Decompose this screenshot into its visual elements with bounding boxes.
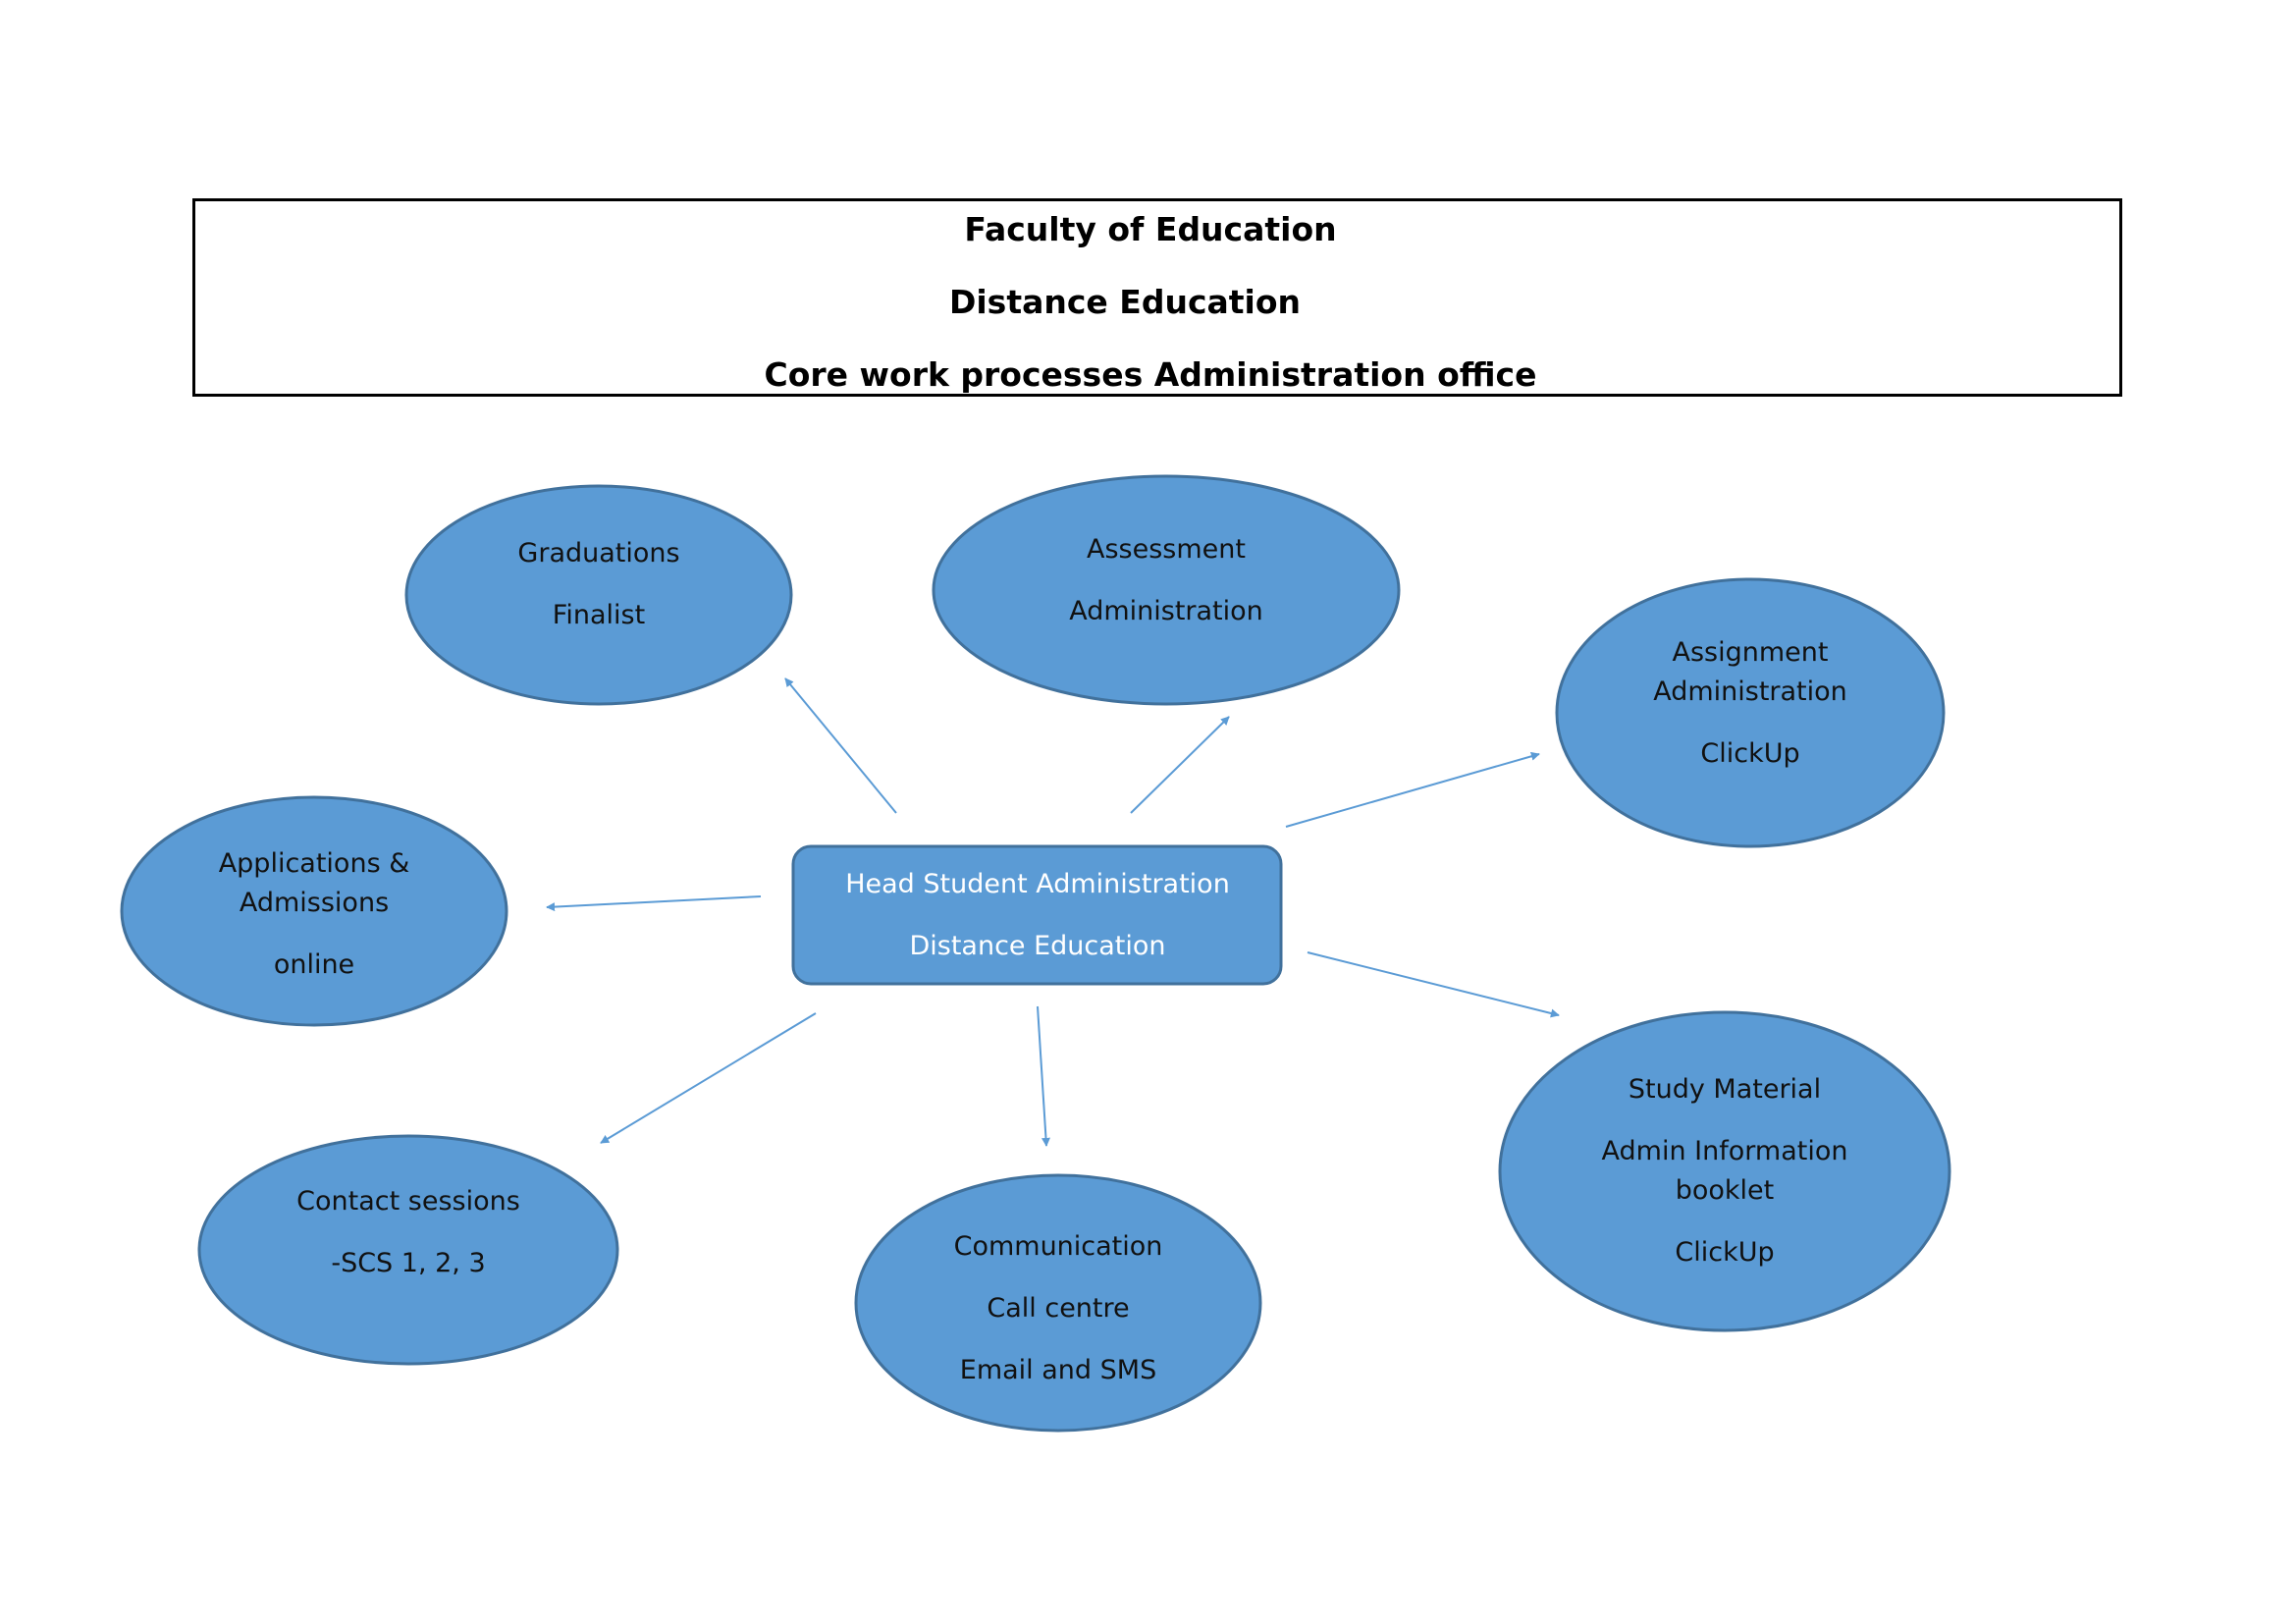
communication-label: Communication bbox=[954, 1231, 1163, 1262]
arrow-to-communication bbox=[1037, 1005, 1050, 1147]
department-title: Distance Education bbox=[948, 283, 1302, 321]
hub-label-line1: Head Student Administration bbox=[845, 869, 1230, 899]
arrow-to-assignment bbox=[1285, 751, 1540, 828]
finalist-label: Finalist bbox=[553, 600, 645, 630]
title-box: Faculty of Education Distance Education … bbox=[192, 198, 2122, 397]
admin-information-label: Admin Information bbox=[1602, 1136, 1848, 1166]
online-label: online bbox=[274, 949, 354, 980]
hub-label-line2: Distance Education bbox=[909, 931, 1165, 961]
diagram-title: Core work processes Administration offic… bbox=[764, 355, 1537, 394]
email-sms-label: Email and SMS bbox=[960, 1355, 1156, 1385]
node-contact-sessions: Contact sessions -SCS 1, 2, 3 bbox=[197, 1134, 619, 1366]
connector-arrows bbox=[546, 677, 1560, 1147]
study-material-label: Study Material bbox=[1629, 1074, 1821, 1105]
node-graduations: Graduations Finalist bbox=[404, 484, 793, 706]
scs-label: -SCS 1, 2, 3 bbox=[331, 1248, 485, 1278]
assessment-label: Assessment bbox=[1087, 534, 1246, 565]
booklet-label: booklet bbox=[1676, 1175, 1775, 1206]
assignment-admin-label: Administration bbox=[1653, 677, 1847, 707]
arrow-to-assessment bbox=[1130, 716, 1230, 814]
graduations-label: Graduations bbox=[517, 538, 679, 568]
admissions-label: Admissions bbox=[240, 888, 389, 918]
node-study-material: Study Material Admin Information booklet… bbox=[1498, 1010, 1951, 1332]
node-applications: Applications & Admissions online bbox=[120, 795, 508, 1027]
faculty-title: Faculty of Education bbox=[964, 210, 1337, 248]
node-assessment: Assessment Administration bbox=[932, 474, 1401, 706]
node-communication: Communication Call centre Email and SMS bbox=[854, 1173, 1262, 1433]
arrow-to-graduations bbox=[784, 677, 897, 814]
assessment-admin-label: Administration bbox=[1069, 596, 1263, 626]
arrow-to-study-material bbox=[1307, 951, 1560, 1018]
hub-node: Head Student Administration Distance Edu… bbox=[791, 844, 1283, 986]
assignment-label: Assignment bbox=[1673, 637, 1829, 668]
contact-sessions-label: Contact sessions bbox=[296, 1186, 520, 1217]
node-assignment: Assignment Administration ClickUp bbox=[1555, 577, 1946, 848]
assignment-clickup-label: ClickUp bbox=[1700, 738, 1799, 769]
call-centre-label: Call centre bbox=[987, 1293, 1129, 1324]
arrow-to-applications bbox=[546, 895, 762, 912]
arrow-to-contact bbox=[600, 1012, 817, 1144]
study-clickup-label: ClickUp bbox=[1675, 1237, 1774, 1268]
applications-label: Applications & bbox=[219, 848, 410, 879]
